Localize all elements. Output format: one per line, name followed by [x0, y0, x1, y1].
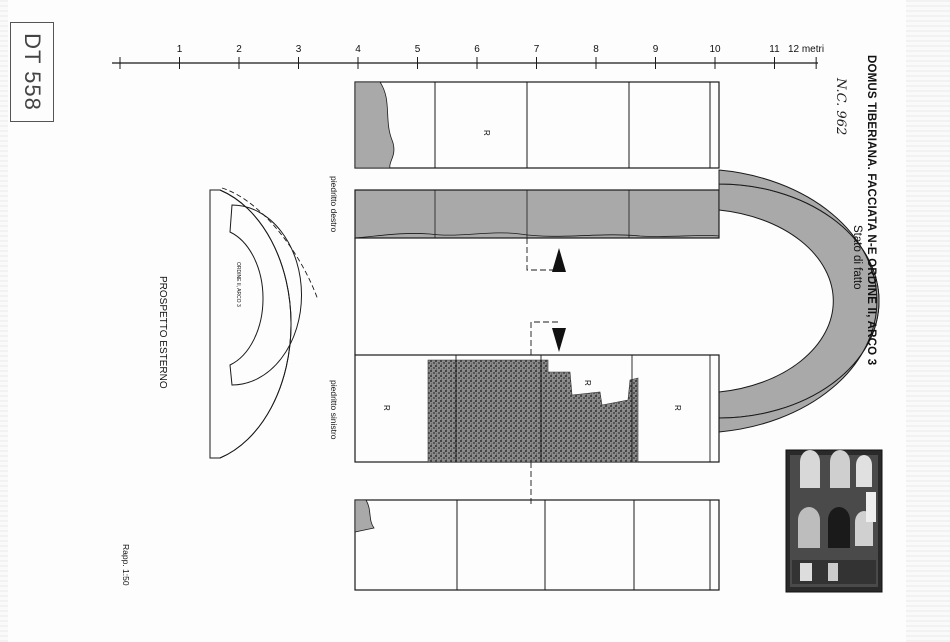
exterior-view-label: PROSPETTO ESTERNO: [157, 276, 168, 389]
scan-edge-right: [906, 0, 950, 642]
pier-right-profile-line: [354, 232, 720, 239]
section-line-lower: [530, 321, 559, 355]
scale-tick-label-2: 2: [236, 44, 242, 55]
scale-tick-label-4: 4: [355, 44, 361, 55]
site-photo-thumbnail: [785, 449, 883, 593]
section-markers: [526, 238, 566, 505]
section-line-upper: [526, 238, 555, 271]
section-arrow-upper-icon: [552, 248, 566, 272]
arch-order-label: ORDINE II, ARCO 3: [235, 262, 241, 307]
scale-tick-label-9: 9: [653, 44, 659, 55]
scan-edge-left: [0, 0, 8, 642]
pier-bottom-outline: [354, 499, 720, 591]
restoration-mark-3: R: [583, 380, 592, 386]
photo-arch-opening-1: [800, 450, 820, 488]
scale-tick-label-10: 10: [709, 44, 721, 55]
pier-left-exposed-masonry: [427, 359, 639, 463]
title-block: DOMUS TIBERIANA. FACCIATA N-E ORDINE II,…: [850, 55, 878, 365]
exterior-arch-outline: [209, 189, 292, 459]
restoration-mark-4: R: [673, 405, 682, 411]
scale-tick-label-11: 11: [769, 44, 780, 55]
restoration-mark-2: R: [382, 405, 391, 411]
pier-left-section: R R R piedritto sinistro: [329, 354, 720, 463]
pier-top-outline: [354, 81, 720, 169]
drawing-subtitle: Stato di fatto: [851, 225, 863, 290]
scale-tick-label-8: 8: [593, 44, 599, 55]
scale-tick-label-3: 3: [296, 44, 302, 55]
scale-tick-label-7: 7: [534, 44, 540, 55]
restoration-mark-1: R: [482, 130, 491, 136]
pier-top-weathered-area: [354, 81, 395, 169]
photo-arch-opening-5: [828, 507, 850, 548]
sheet-id-stamp: DT 558: [10, 22, 54, 122]
photo-pier-base-1: [800, 563, 812, 581]
scale-bar: 1 2 3 4 5 6 7 8 9 10 11 12 metri: [112, 44, 824, 69]
photo-arch-opening-2: [830, 450, 850, 488]
scale-tick-label-1: 1: [177, 44, 183, 55]
scale-ratio-label: Rapp. 1:50: [121, 544, 131, 586]
scale-tick-label-5: 5: [415, 44, 421, 55]
exterior-arch-extrados: [219, 189, 292, 459]
pier-bottom-weathered-area: [354, 499, 375, 533]
photo-sign-panel: [866, 492, 876, 522]
photo-arch-opening-4: [798, 507, 820, 548]
section-arrow-lower-icon: [552, 328, 566, 352]
pier-right-section: piedritto destro: [329, 176, 720, 239]
photo-pier-base-2: [828, 563, 838, 581]
pier-right-label: piedritto destro: [329, 176, 339, 232]
handwritten-note: N.C. 962: [833, 78, 848, 136]
exterior-arch-elevation: ORDINE II, ARCO 3 PROSPETTO ESTERNO: [157, 187, 319, 459]
scale-bar-end-label: 12 metri: [788, 44, 824, 55]
exterior-arch-inner-ring: [229, 204, 303, 386]
drawing-title: DOMUS TIBERIANA. FACCIATA N-E ORDINE II,…: [865, 55, 877, 366]
pier-right-hatched-block: [354, 189, 720, 239]
scale-tick-label-6: 6: [474, 44, 480, 55]
pier-elevation-top: R: [354, 81, 720, 169]
pier-left-label: piedritto sinistro: [329, 380, 339, 440]
pier-elevation-bottom: [354, 499, 720, 591]
photo-arch-opening-3: [856, 455, 872, 487]
